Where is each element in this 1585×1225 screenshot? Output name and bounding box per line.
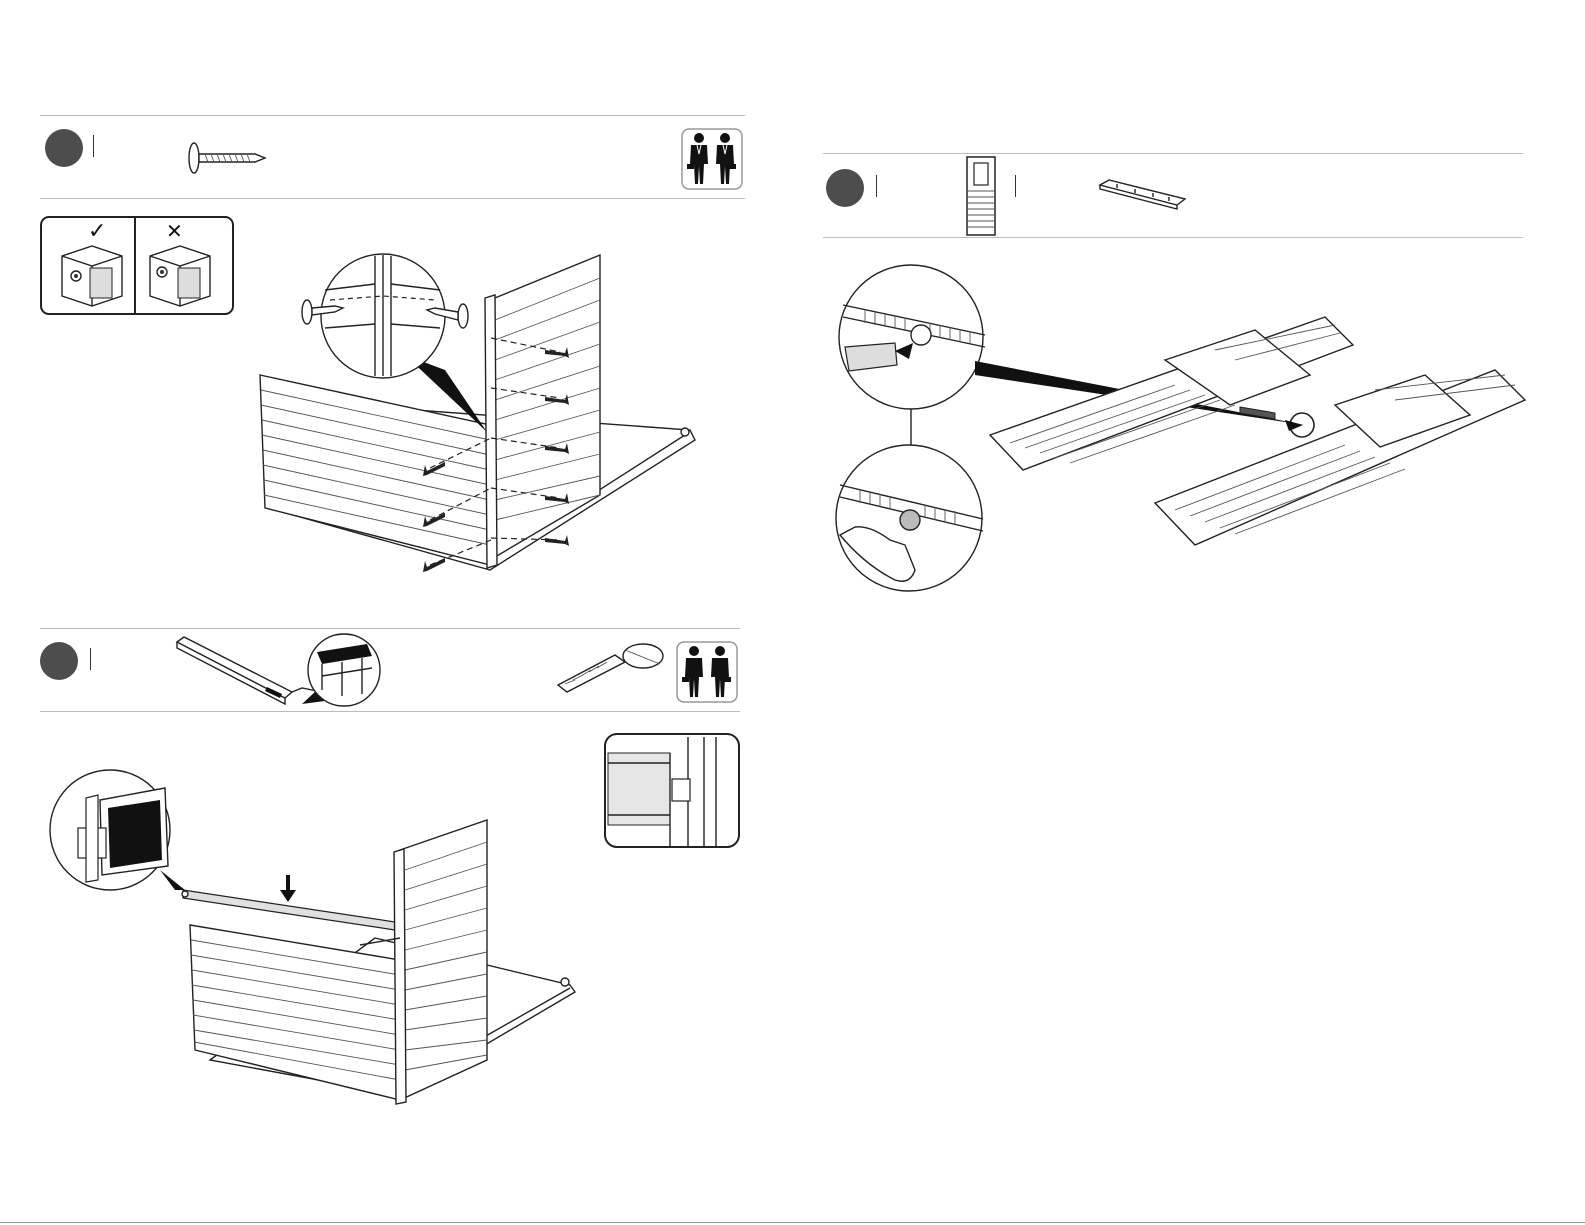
step-number-circle [40, 642, 78, 680]
step-number-circle [45, 129, 83, 167]
step-top-rule [40, 115, 745, 116]
screw-icon [185, 138, 270, 178]
step-separator [876, 175, 877, 197]
ok-mark: ✓ [88, 219, 106, 244]
step-top-rule-bottom [40, 198, 745, 199]
step-separator [90, 648, 91, 670]
step-number-circle [826, 169, 864, 207]
wrong-mark: ✕ [166, 219, 183, 243]
connector-strip-icon [1097, 177, 1187, 209]
step-middle-rule-bottom [40, 711, 740, 712]
step-middle-rule [40, 628, 740, 629]
door-panel-connector-illustration [835, 265, 1530, 595]
page-bottom-rule [0, 1222, 1585, 1223]
mallet-icon [555, 640, 665, 695]
two-people-icon [676, 641, 738, 703]
step-separator [93, 135, 94, 157]
door-panel-icon [965, 155, 997, 237]
right-step-rule [823, 153, 1523, 154]
right-step-rule-bottom [823, 237, 1523, 238]
top-rail-part-icon [172, 632, 387, 710]
top-rail-install-illustration [50, 770, 590, 1110]
correct-incorrect-panel: ✓ ✕ [40, 216, 234, 316]
rail-detail-inset [604, 733, 740, 849]
step-separator [1015, 175, 1016, 197]
wall-panel-screw-illustration [255, 250, 705, 590]
two-people-icon [681, 128, 743, 190]
